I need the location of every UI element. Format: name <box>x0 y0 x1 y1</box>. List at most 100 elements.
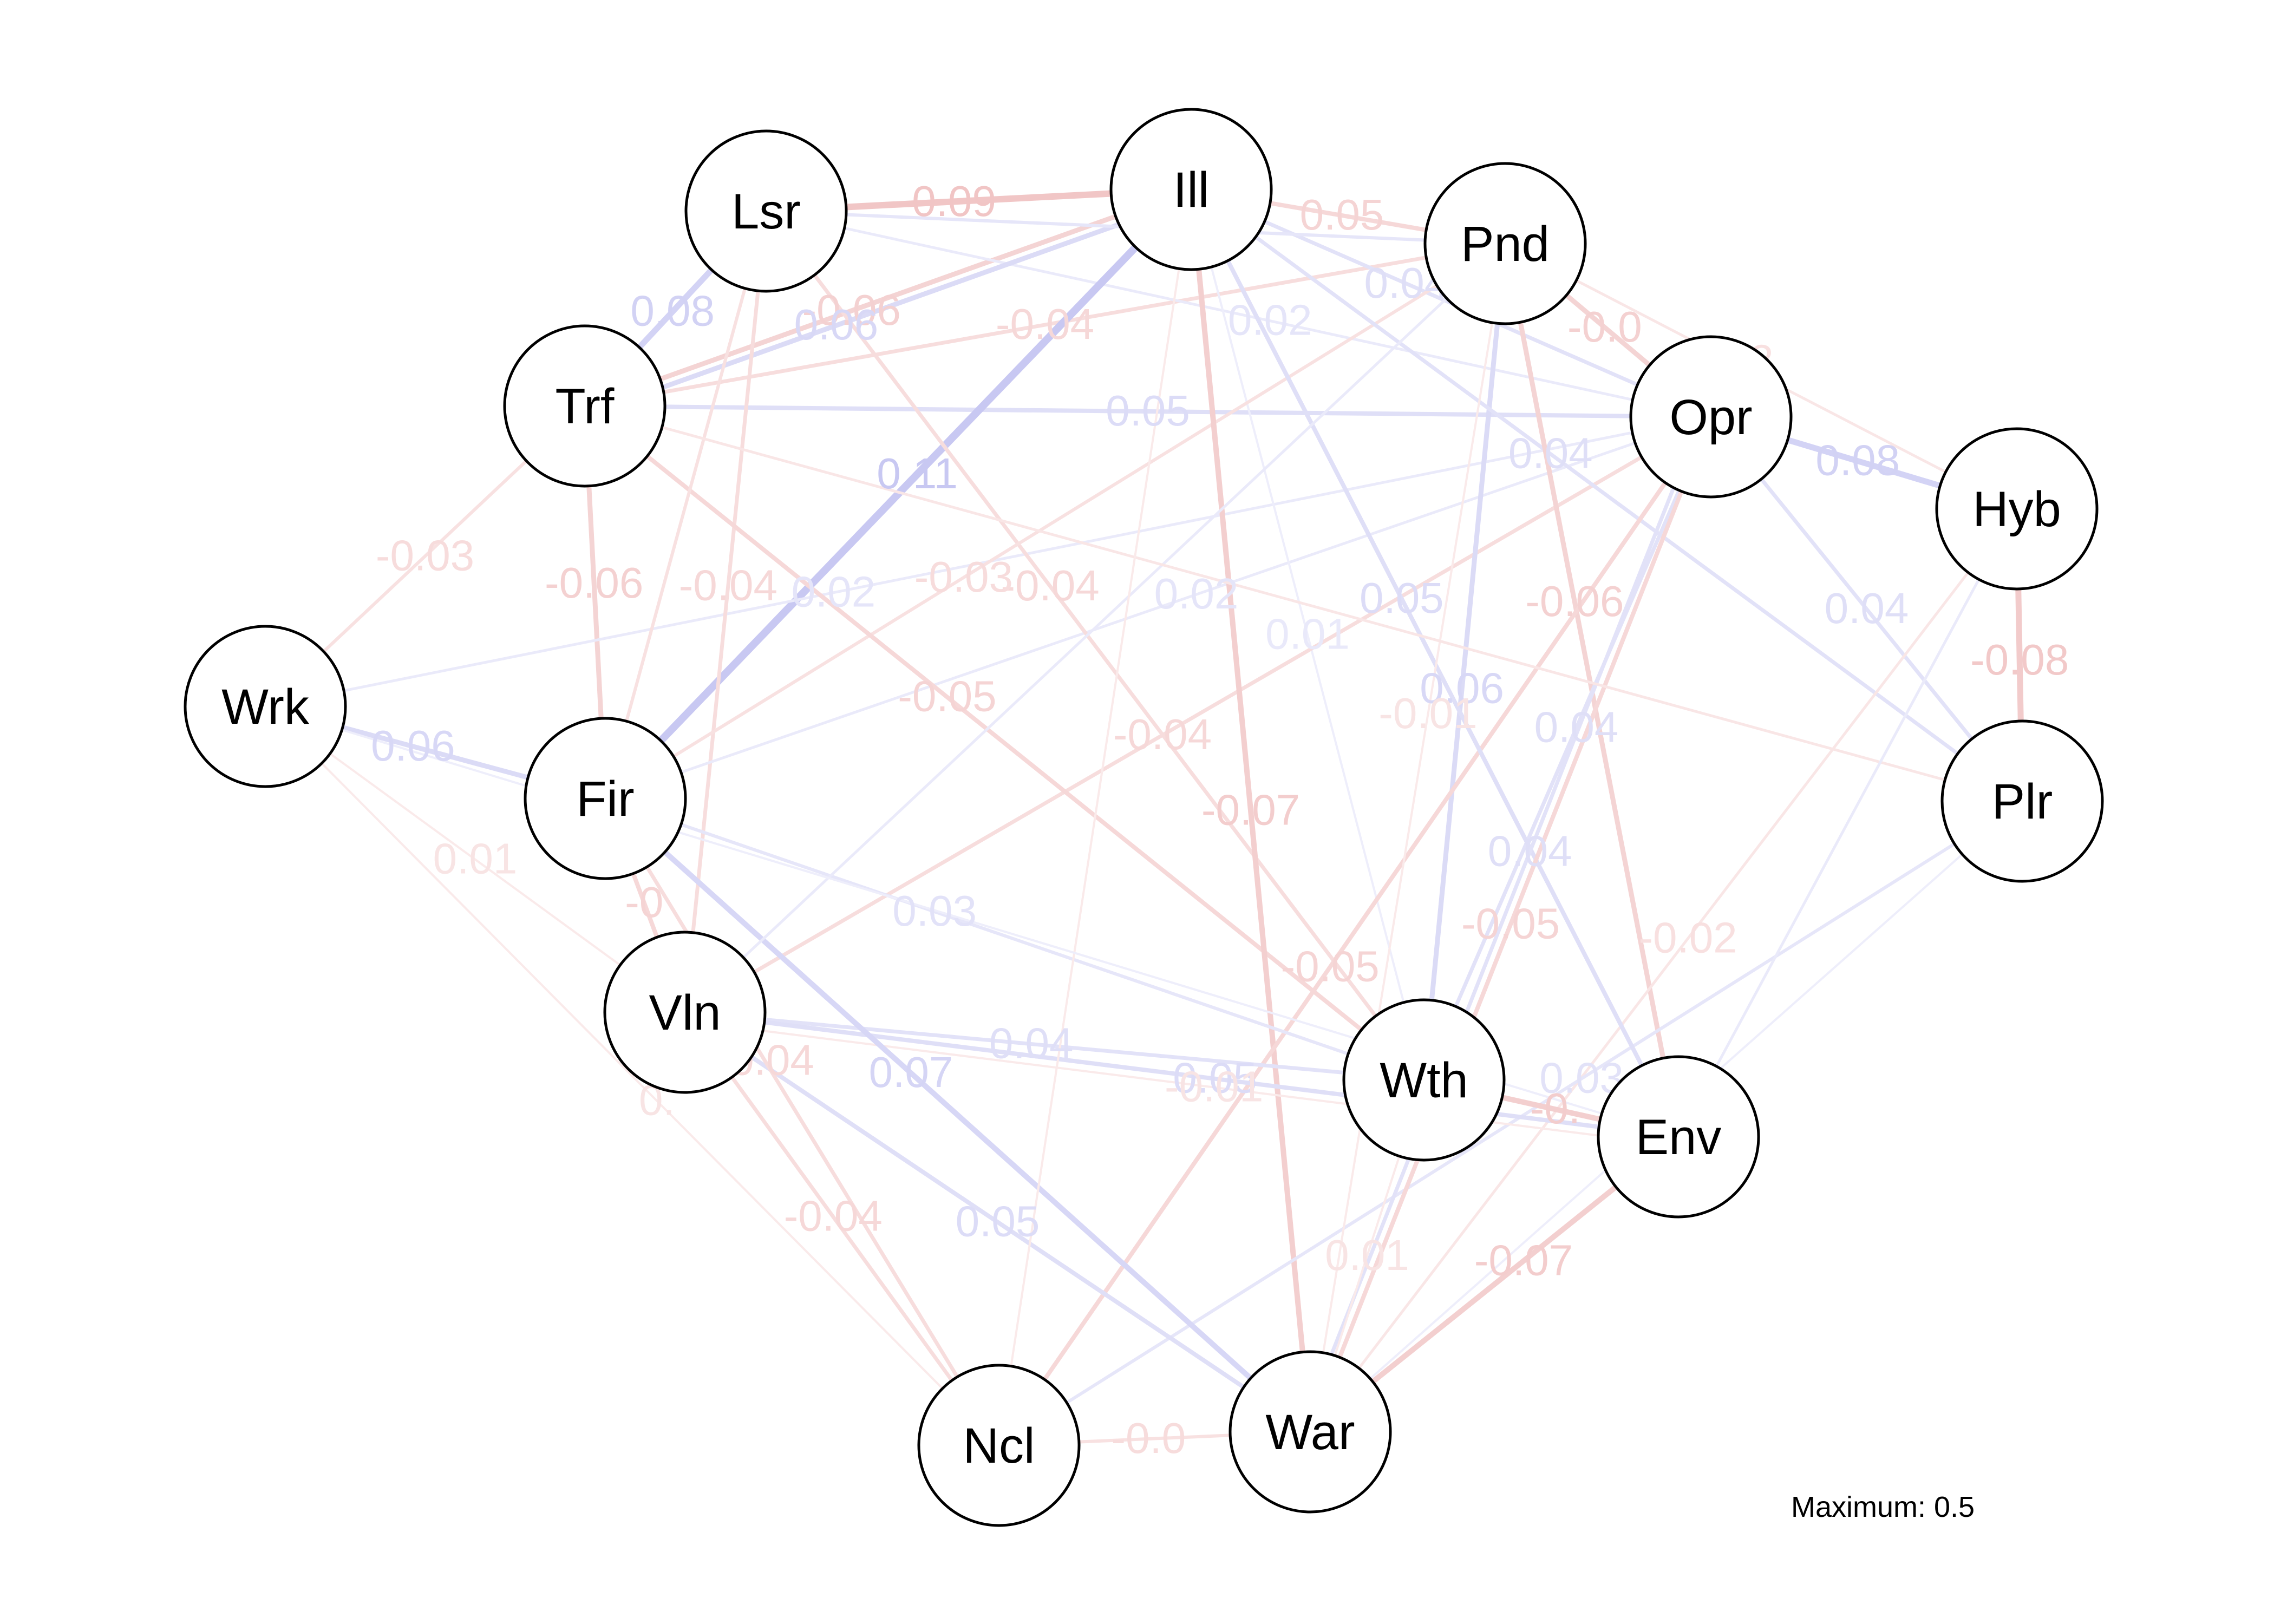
node-circle[interactable] <box>1940 719 2104 883</box>
edge-ill-ncl <box>1010 267 1180 1367</box>
node-circle[interactable] <box>917 1364 1081 1527</box>
edge-weight-label: 0.01 <box>433 835 518 883</box>
node-label: Vln <box>649 985 721 1040</box>
edge-weight-label: 0.05 <box>1360 574 1444 622</box>
node-plr[interactable]: Plr <box>1940 719 2104 883</box>
edge-ill-plr <box>1253 235 1960 756</box>
edge-weight-label: -0.04 <box>784 1192 883 1240</box>
edge-weight-label: 0.05 <box>1106 387 1190 435</box>
edge-weight-label: -0.0 <box>1111 1414 1186 1462</box>
edge-weight-label: 0.08 <box>1815 436 1900 484</box>
edge-weight-label: 0.04 <box>1825 584 1909 632</box>
edge-opr-ncl <box>1042 480 1668 1382</box>
edge-trf-ill <box>661 222 1121 390</box>
node-label: Hyb <box>1972 482 2061 537</box>
node-circle[interactable] <box>1597 1055 1760 1219</box>
edge-weight-label: 0.04 <box>1488 827 1572 875</box>
node-label: Trf <box>556 379 615 434</box>
edge-weight-label: 0.04 <box>989 1019 1074 1068</box>
edge-trf-wth <box>645 454 1364 1032</box>
edge-ill-wth <box>1210 266 1405 1004</box>
node-opr[interactable]: Opr <box>1629 335 1793 499</box>
node-pnd[interactable]: Pnd <box>1423 162 1587 325</box>
edge-trf-plr <box>661 425 1946 782</box>
edge-plr-ncl <box>1065 842 1956 1405</box>
edge-fir-wth <box>679 823 1350 1056</box>
edge-vln-opr <box>752 455 1644 974</box>
node-war[interactable]: War <box>1229 1350 1392 1514</box>
node-wrk[interactable]: Wrk <box>184 625 347 788</box>
edge-opr-wth <box>1454 488 1681 1009</box>
node-label: Pnd <box>1461 217 1550 272</box>
node-circle[interactable] <box>603 931 767 1094</box>
edge-weight-label: -0.04 <box>996 300 1094 348</box>
edge-weight-label: -0.09 <box>898 177 996 225</box>
edge-opr-hyb <box>1785 437 1943 489</box>
edge-weight-label: -0.05 <box>898 672 996 721</box>
node-circle[interactable] <box>1109 108 1273 271</box>
node-lsr[interactable]: Lsr <box>684 129 848 293</box>
edge-ill-war <box>1196 266 1305 1355</box>
node-circle[interactable] <box>524 717 687 880</box>
node-ill[interactable]: Ill <box>1109 108 1273 271</box>
edge-wrk-ncl <box>321 762 944 1390</box>
edge-weight-label: -0.0 <box>1567 303 1642 351</box>
edge-weight-label: -0.02 <box>1638 914 1737 962</box>
edge-trf-opr <box>662 404 1633 418</box>
edge-wth-env <box>1499 1095 1603 1122</box>
edge-labels-layer: -0.090.050.08-0.06-0.040.04-0.00.020.020… <box>371 177 2069 1462</box>
edge-opr-plr <box>1759 477 1974 741</box>
edge-weight-label: -0.03 <box>376 532 474 580</box>
edge-lsr-wth <box>812 273 1378 1018</box>
edge-pnd-war <box>1322 322 1494 1354</box>
edge-weight-label: 0.05 <box>1300 191 1384 239</box>
node-circle[interactable] <box>184 625 347 788</box>
node-label: War <box>1265 1405 1355 1460</box>
edge-weight-label: 0.08 <box>630 287 715 335</box>
node-circle[interactable] <box>1229 1350 1392 1514</box>
edge-trf-pnd <box>662 256 1428 394</box>
edge-weight-label: 0.11 <box>877 449 958 497</box>
edge-pnd-opr <box>1564 292 1652 368</box>
edge-lsr-opr <box>843 226 1634 402</box>
edge-hyb-plr <box>2015 586 2024 724</box>
edge-wth-war <box>1334 1155 1401 1357</box>
edge-weight-label: -0.04 <box>1113 710 1212 758</box>
edge-fir-opr <box>679 441 1637 774</box>
node-circle[interactable] <box>1423 162 1587 325</box>
node-circle[interactable] <box>684 129 848 293</box>
edge-ncl-war <box>1077 1433 1232 1444</box>
edge-pnd-wth <box>1429 320 1500 1003</box>
edge-hyb-war <box>1357 571 1970 1370</box>
edge-ill-pnd <box>1267 201 1429 232</box>
edge-weight-label: 0.04 <box>1534 703 1619 751</box>
node-label: Env <box>1636 1110 1722 1165</box>
edge-weight-label: 0.04 <box>1508 429 1593 477</box>
edge-weight-label: 0.02 <box>792 568 876 616</box>
edge-fir-pnd <box>671 284 1439 758</box>
node-circle[interactable] <box>1935 427 2099 591</box>
node-label: Fir <box>576 771 634 827</box>
node-fir[interactable]: Fir <box>524 717 687 880</box>
maximum-legend: Maximum: 0.5 <box>1791 1491 1975 1523</box>
edge-weight-label: -0.04 <box>1001 561 1099 610</box>
edge-weight-label: -0.07 <box>1474 1236 1573 1284</box>
node-wth[interactable]: Wth <box>1342 998 1506 1162</box>
node-ncl[interactable]: Ncl <box>917 1364 1081 1527</box>
node-env[interactable]: Env <box>1597 1055 1760 1219</box>
edge-lsr-vln <box>691 289 760 935</box>
edge-trf-ill <box>657 214 1119 382</box>
node-label: Lsr <box>731 184 801 239</box>
edge-weight-label: -0.01 <box>1165 1063 1263 1111</box>
edge-weight-label: 0.02 <box>1228 296 1312 344</box>
node-circle[interactable] <box>1629 335 1793 499</box>
edge-env-war <box>1370 1184 1619 1385</box>
node-vln[interactable]: Vln <box>603 931 767 1094</box>
edge-weight-label: -0.04 <box>679 561 777 610</box>
node-trf[interactable]: Trf <box>503 324 666 488</box>
node-hyb[interactable]: Hyb <box>1935 427 2099 591</box>
edge-weight-label: -0.08 <box>1970 636 2069 684</box>
node-circle[interactable] <box>1342 998 1506 1162</box>
edge-weight-label: 0.06 <box>371 722 455 770</box>
node-circle[interactable] <box>503 324 666 488</box>
